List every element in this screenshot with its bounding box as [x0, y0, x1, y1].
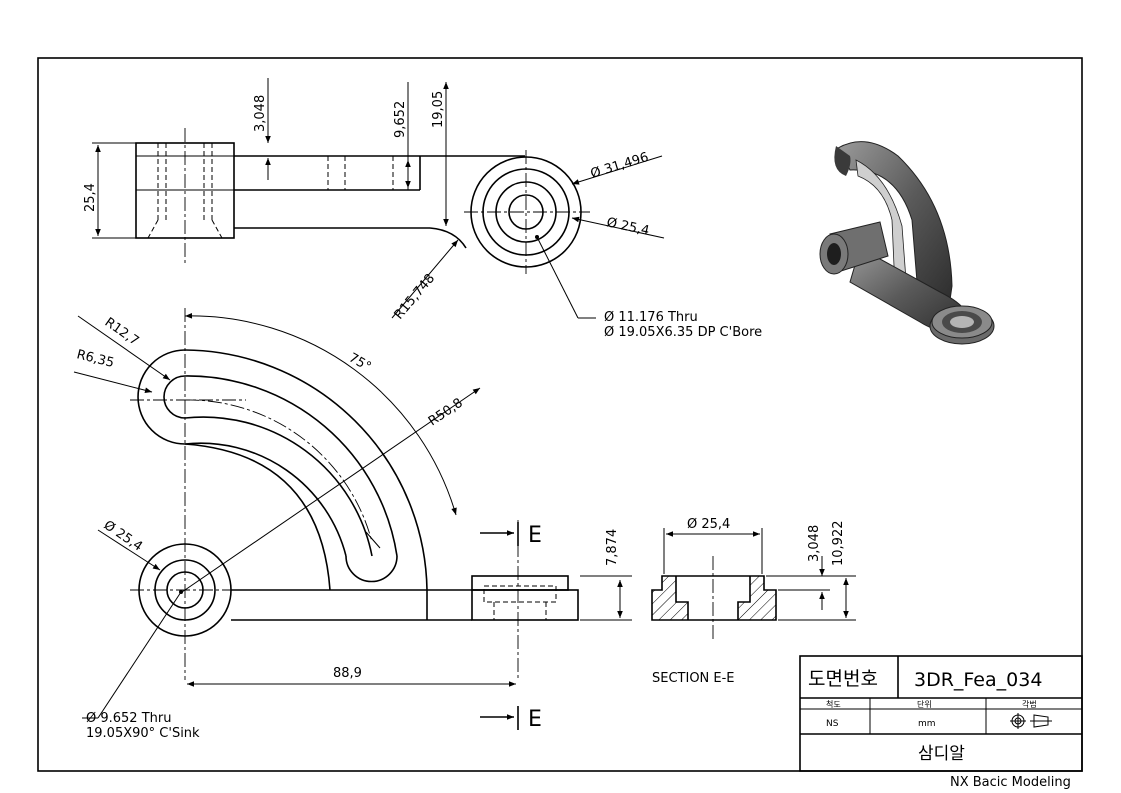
dim-phi-25-4-right: Ø 25,4 — [605, 215, 650, 239]
front-view-dimensions: 75° R50,8 R12,7 R6,35 Ø 25,4 88,9 7,874 … — [73, 313, 632, 741]
top-view — [135, 128, 590, 274]
unit-label: 단위 — [917, 699, 932, 709]
dim-3-048-section: 3,048 — [807, 525, 822, 562]
section-marker-top: E — [528, 523, 542, 548]
note-sink-line1: Ø 9.652 Thru — [86, 711, 171, 726]
company-name: 삼디알 — [918, 744, 965, 764]
dim-25-4-left: 25,4 — [83, 183, 98, 212]
dim-r6-35: R6,35 — [75, 347, 115, 371]
section-markers: E E — [480, 522, 542, 732]
dim-88-9: 88,9 — [333, 666, 362, 681]
dim-19-05: 19,05 — [431, 91, 446, 128]
dim-7-874: 7,874 — [605, 529, 620, 566]
dim-3-048-top: 3,048 — [253, 95, 268, 132]
dim-9-652: 9,652 — [393, 101, 408, 138]
dim-r12-7: R12,7 — [102, 315, 142, 349]
scale-label: 척도 — [826, 700, 841, 709]
dim-phi-31-496: Ø 31,496 — [589, 150, 651, 182]
drawing-number-label: 도면번호 — [808, 668, 878, 690]
note-bore-line1: Ø 11.176 Thru — [604, 310, 698, 325]
dim-r50-8: R50,8 — [426, 396, 466, 430]
note-bore-line2: Ø 19.05X6.35 DP C'Bore — [604, 325, 762, 340]
isometric-3d-view — [819, 141, 995, 345]
sheet-border — [37, 57, 1083, 772]
dim-10-922: 10,922 — [831, 521, 846, 567]
projection-symbol-icon — [1010, 713, 1052, 729]
section-label: SECTION E-E — [652, 671, 735, 686]
drawing-number-value: 3DR_Fea_034 — [914, 669, 1042, 691]
section-marker-bottom: E — [528, 707, 542, 732]
title-block: 도면번호 3DR_Fea_034 척도 단위 각법 NS mm 삼디알 — [799, 655, 1083, 772]
dim-75-degree: 75° — [346, 350, 373, 375]
scale-value: NS — [826, 719, 839, 729]
section-view: Ø 25,4 3,048 10,922 SECTION E-E — [651, 517, 856, 686]
footer-caption: NX Bacic Modeling — [950, 775, 1071, 790]
unit-value: mm — [918, 719, 936, 729]
projection-label: 각법 — [1022, 699, 1037, 709]
note-sink-line2: 19.05X90° C'Sink — [86, 726, 200, 741]
dim-phi-25-4-section: Ø 25,4 — [687, 517, 730, 532]
dim-r15-748: R15,748 — [392, 271, 439, 322]
